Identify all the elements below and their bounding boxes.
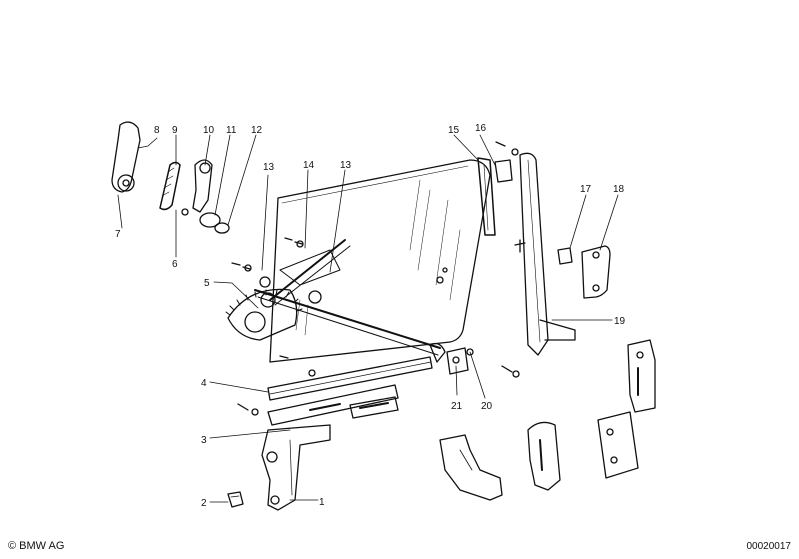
callout-21: 21 (451, 401, 463, 412)
callout-8: 8 (154, 125, 160, 136)
callout-6: 6 (172, 259, 178, 270)
leader-lines (117, 134, 619, 503)
callout-7: 7 (115, 229, 121, 240)
window-guide-track (514, 152, 576, 356)
glass-channel (477, 157, 513, 236)
screws (231, 141, 520, 416)
callout-10: 10 (203, 125, 215, 136)
callout-17: 17 (580, 184, 592, 195)
window-glass (269, 159, 491, 363)
bracket-plate (597, 411, 639, 479)
window-stop (557, 247, 573, 265)
callout-16: 16 (475, 123, 487, 134)
handle-cover (159, 161, 181, 211)
callout-20: 20 (481, 401, 493, 412)
callout-15: 15 (448, 125, 460, 136)
crank-handle (111, 121, 141, 193)
copyright-notice: © BMW AG (8, 540, 65, 552)
callout-4: 4 (201, 378, 207, 389)
bracket-b (527, 421, 561, 491)
sector-gear (225, 288, 303, 341)
crank-arm (192, 159, 213, 213)
callout-13b: 13 (340, 160, 352, 171)
callout-3: 3 (201, 435, 207, 446)
lower-rail (267, 384, 399, 426)
callout-9: 9 (172, 125, 178, 136)
callout-5: 5 (204, 278, 210, 289)
callout-2: 2 (201, 498, 207, 509)
document-number: 00020017 (746, 541, 792, 552)
window-regulator-arms (254, 239, 441, 356)
clip (227, 491, 244, 508)
callout-14: 14 (303, 160, 315, 171)
bracket-a (627, 339, 656, 413)
callout-1: 1 (319, 497, 325, 508)
callout-11: 11 (226, 125, 237, 136)
callout-19: 19 (614, 316, 626, 327)
callout-18: 18 (613, 184, 625, 195)
bracket-c (439, 434, 503, 501)
guide-rail (267, 356, 433, 401)
callout-12: 12 (251, 125, 263, 136)
callout-labels: 1 2 3 4 5 6 7 8 9 10 11 12 13 14 13 15 1… (115, 123, 626, 509)
callout-13a: 13 (263, 162, 275, 173)
crank-spindle (181, 208, 230, 234)
mounting-bracket (261, 424, 331, 511)
mounting-plate (581, 245, 611, 299)
lifter-block (429, 342, 469, 375)
